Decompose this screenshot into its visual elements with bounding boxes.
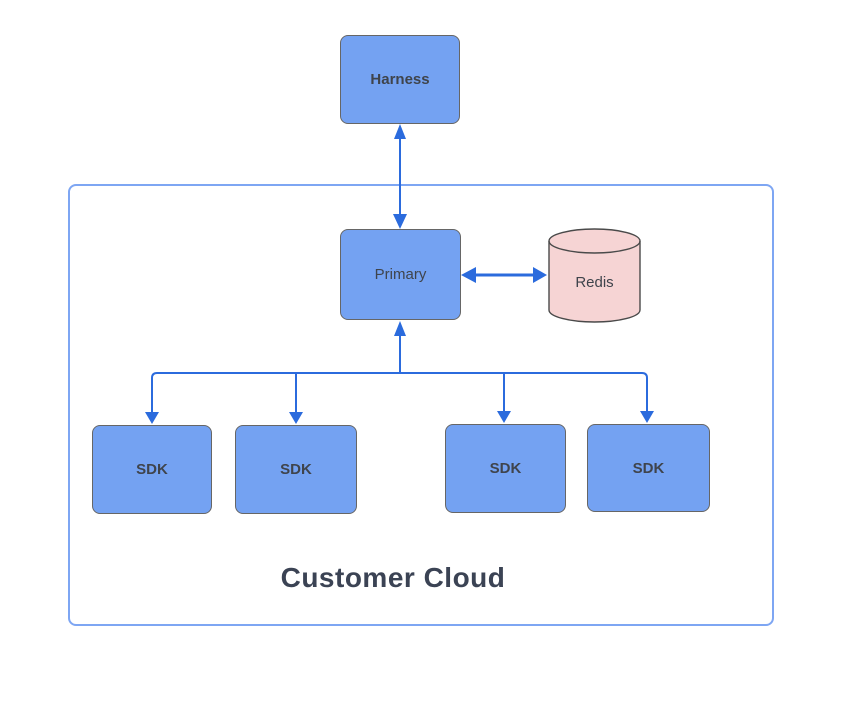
node-redis: Redis: [548, 228, 641, 323]
node-sdk-1-label: SDK: [136, 461, 168, 478]
node-sdk-4-label: SDK: [632, 459, 665, 477]
arrowhead-left-into-primary: [461, 267, 476, 283]
arrowhead-up-into-harness: [394, 124, 406, 139]
edge-primary-redis: [461, 267, 547, 283]
node-sdk-1: SDK: [92, 425, 212, 514]
edge-harness-primary: [393, 124, 407, 229]
node-sdk-2: SDK: [235, 425, 357, 514]
arrowhead-down-into-sdk1: [145, 412, 159, 424]
edge-primary-sdk-fanout: [145, 321, 654, 424]
cylinder-top-rim: [548, 240, 641, 254]
node-primary: Primary: [340, 229, 461, 320]
cylinder-shape: [548, 228, 641, 323]
arrowhead-down-into-sdk4: [640, 411, 654, 423]
customer-cloud-label: Customer Cloud: [280, 562, 506, 593]
arrowhead-down-into-primary: [393, 214, 407, 229]
node-primary-label: Primary: [374, 266, 427, 283]
cylinder-body: [548, 228, 641, 323]
arrowhead-down-into-sdk3: [497, 411, 511, 423]
node-sdk-2-label: SDK: [280, 461, 312, 478]
node-redis-label: Redis: [575, 274, 614, 291]
arrowhead-right-into-redis: [533, 267, 547, 283]
arrowhead-up-into-primary-bottom: [394, 321, 406, 336]
arrowhead-down-into-sdk2: [289, 412, 303, 424]
node-sdk-4: SDK: [587, 424, 710, 512]
node-sdk-3-label: SDK: [489, 460, 522, 477]
fanout-rail: [151, 372, 648, 415]
node-sdk-3: SDK: [445, 424, 566, 513]
node-harness: Harness: [340, 35, 460, 124]
node-harness-label: Harness: [370, 71, 430, 88]
